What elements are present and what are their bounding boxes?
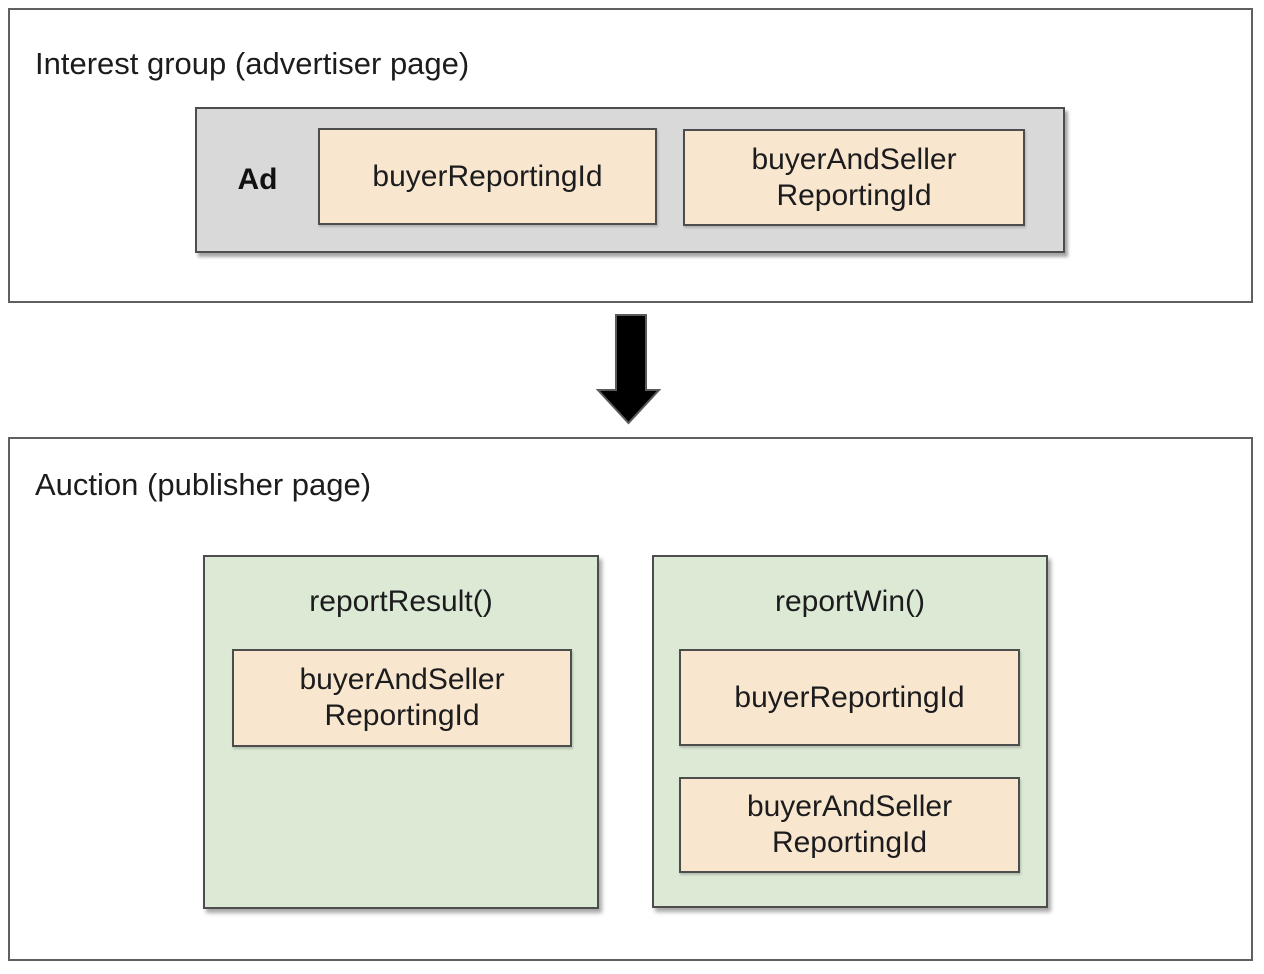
chip-text-line: buyerAndSeller [751, 142, 957, 176]
chip-text-line: buyerAndSeller [746, 790, 953, 823]
report-result-title: reportResult() [309, 585, 493, 618]
chip-text-line: ReportingId [324, 699, 480, 732]
ad-label: Ad [237, 163, 278, 196]
chip-buyer-reporting-id: buyerReportingId [318, 128, 657, 225]
report-win-box: reportWin() buyerReportingId buyerAndSel… [652, 555, 1048, 908]
chip-text-line: buyerReportingId [734, 680, 965, 714]
chip-text-line: buyerReportingId [372, 159, 603, 193]
chip-text-line: buyerAndSeller [299, 663, 505, 696]
chip-text-line: ReportingId [771, 826, 928, 859]
chip-buyer-reporting-id: buyerReportingId [679, 649, 1020, 746]
ad-container: Ad buyerReportingId buyerAndSeller Repor… [195, 107, 1065, 253]
interest-group-title: Interest group (advertiser page) [35, 46, 470, 81]
report-win-title: reportWin() [774, 585, 925, 618]
chip-buyer-and-seller-reporting-id: buyerAndSeller ReportingId [232, 649, 572, 747]
auction-title: Auction (publisher page) [35, 467, 372, 502]
report-result-box: reportResult() buyerAndSeller ReportingI… [203, 555, 599, 909]
chip-buyer-and-seller-reporting-id: buyerAndSeller ReportingId [679, 777, 1020, 873]
auction-section: Auction (publisher page) reportResult() … [8, 437, 1253, 961]
down-arrow-icon [595, 314, 662, 425]
chip-text-line: ReportingId [776, 178, 932, 212]
interest-group-section: Interest group (advertiser page) Ad buye… [8, 8, 1253, 303]
chip-buyer-and-seller-reporting-id: buyerAndSeller ReportingId [683, 129, 1025, 226]
